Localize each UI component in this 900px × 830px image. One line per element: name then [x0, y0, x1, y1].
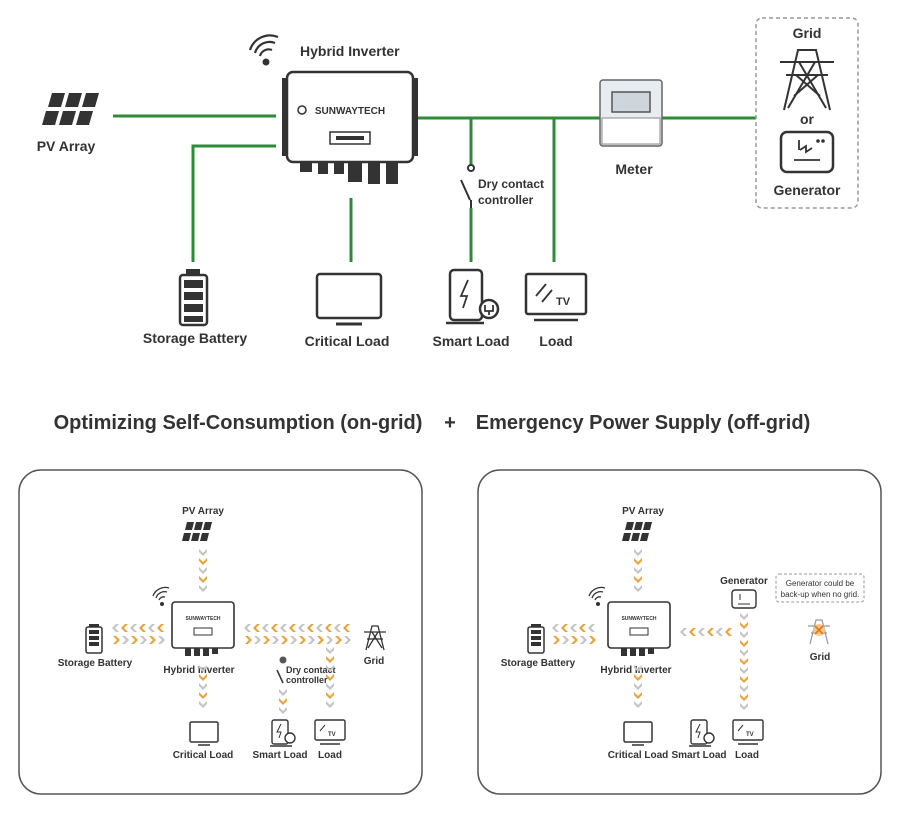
- tv-load-icon: [524, 272, 588, 322]
- critical-load-monitor-icon: [315, 272, 383, 326]
- meter-icon: [599, 79, 663, 147]
- generator-icon: [779, 130, 835, 174]
- grid-label: Grid: [793, 25, 822, 41]
- rp-battery-icon: [527, 624, 545, 654]
- hybrid-inverter-label: Hybrid Inverter: [300, 43, 400, 59]
- lp-hybrid-inverter-label: Hybrid Inverter: [163, 665, 234, 676]
- rp-note-box: [775, 573, 865, 603]
- lp-critical-load-label: Critical Load: [173, 750, 234, 761]
- lp-pv-array-label: PV Array: [182, 506, 224, 517]
- rp-pv-array-label: PV Array: [622, 506, 664, 517]
- rp-grid-label: Grid: [810, 652, 831, 663]
- lp-tv-label: TV: [328, 732, 336, 738]
- rp-load-label: Load: [735, 750, 759, 761]
- lp-storage-battery-label: Storage Battery: [58, 658, 133, 669]
- smart-load-icon: [446, 268, 500, 325]
- off-grid-panel: [477, 469, 882, 795]
- rp-brand: SUNWAYTECH: [621, 616, 656, 622]
- lp-grid-tower-icon: [364, 625, 386, 651]
- lp-dry-contact-2: controller: [286, 675, 328, 685]
- rp-pv-array-icon: [622, 522, 652, 541]
- brand-logo: SUNWAYTECH: [315, 106, 385, 117]
- hybrid-inverter-icon: [282, 70, 418, 184]
- storage-battery-label: Storage Battery: [143, 330, 247, 346]
- wifi-icon: [248, 34, 279, 66]
- dry-contact-switch-icon: [460, 164, 475, 208]
- rp-wifi-icon: [588, 586, 606, 606]
- rp-tv-label: TV: [746, 732, 754, 738]
- rp-tv-load-icon: [732, 719, 764, 745]
- lp-smart-load-label: Smart Load: [252, 750, 307, 761]
- rp-critical-load-label: Critical Load: [608, 750, 669, 761]
- rp-generator-icon: [731, 589, 757, 609]
- lp-smart-load-icon: [270, 719, 296, 747]
- lp-tv-load-icon: [314, 719, 346, 745]
- heading-off-grid: Emergency Power Supply (off-grid): [476, 412, 810, 434]
- generator-label: Generator: [774, 182, 841, 198]
- rp-storage-battery-label: Storage Battery: [501, 658, 576, 669]
- lp-battery-icon: [85, 624, 103, 654]
- lp-brand: SUNWAYTECH: [185, 616, 220, 622]
- lp-inverter-icon: [171, 601, 235, 656]
- meter-label: Meter: [615, 161, 653, 177]
- or-label: or: [800, 111, 815, 127]
- rp-inverter-icon: [607, 601, 671, 656]
- top-wires: [113, 114, 756, 262]
- lp-load-label: Load: [318, 750, 342, 761]
- rp-note-line-2: back-up when no grid.: [781, 590, 860, 599]
- rp-smart-load-label: Smart Load: [671, 750, 726, 761]
- tv-label: TV: [556, 296, 571, 308]
- lp-wifi-icon: [152, 586, 170, 606]
- dry-contact-label-2: controller: [478, 193, 534, 207]
- grid-tower-icon: [780, 49, 834, 111]
- lp-pv-array-icon: [182, 522, 212, 541]
- lp-dry-contact-icon: [276, 656, 287, 684]
- storage-battery-icon: [178, 269, 209, 327]
- lp-dry-contact-1: Dry contact: [286, 665, 336, 675]
- rp-critical-load-icon: [623, 721, 653, 746]
- rp-generator-label: Generator: [720, 576, 768, 587]
- lp-critical-load-icon: [189, 721, 219, 746]
- rp-grid-tower-disabled-icon: [808, 619, 830, 645]
- rp-hybrid-inverter-label: Hybrid Inverter: [600, 665, 671, 676]
- rp-note-line-1: Generator could be: [786, 579, 855, 588]
- smart-load-label: Smart Load: [432, 333, 509, 349]
- pv-array-label: PV Array: [37, 138, 96, 154]
- heading-plus: +: [444, 412, 456, 434]
- dry-contact-label-1: Dry contact: [478, 177, 544, 191]
- grid-or-generator-box: [755, 17, 859, 209]
- pv-array-icon: [42, 93, 99, 125]
- heading-on-grid: Optimizing Self-Consumption (on-grid): [54, 412, 423, 434]
- load-label: Load: [539, 333, 572, 349]
- rp-smart-load-icon: [689, 719, 715, 747]
- lp-grid-label: Grid: [364, 656, 385, 667]
- critical-load-label: Critical Load: [305, 333, 390, 349]
